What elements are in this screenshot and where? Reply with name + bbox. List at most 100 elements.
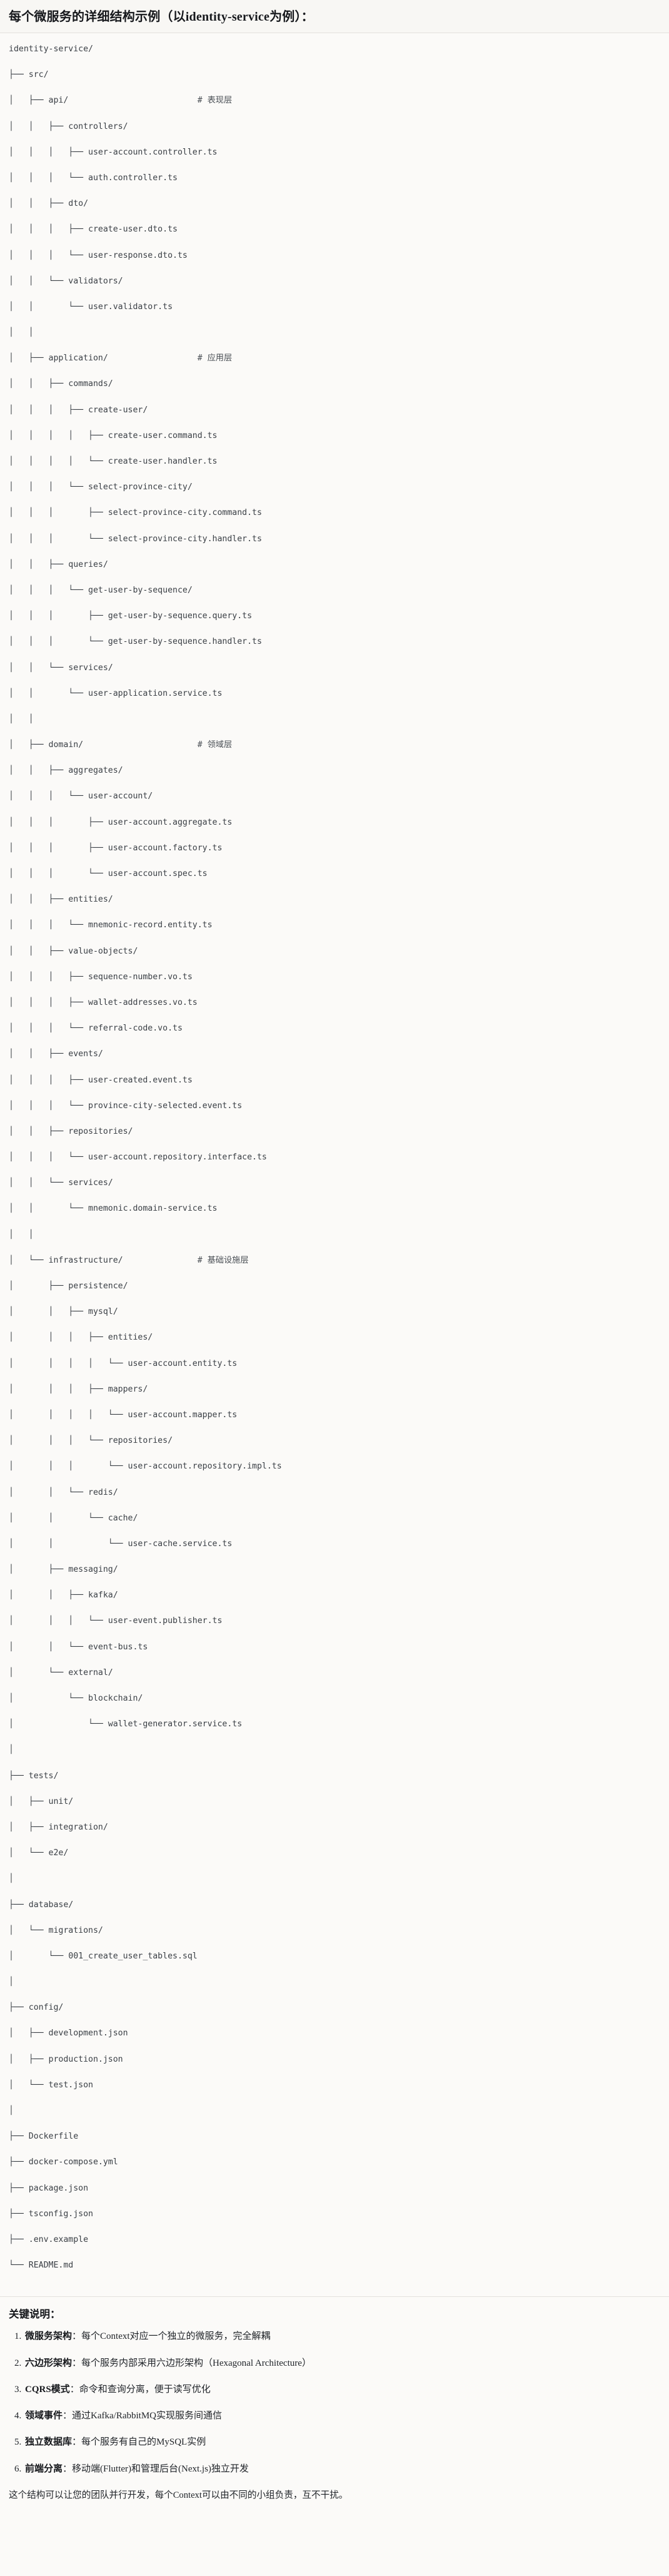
tree-line: │ │ │ ├── mappers/ (9, 1384, 148, 1394)
tree-line: │ │ │ └── user-event.publisher.ts (9, 1616, 223, 1626)
key-note-separator: ： (69, 2384, 79, 2395)
tree-layer-comment: # 领域层 (197, 740, 233, 750)
tree-line: │ │ ├── dto/ (9, 199, 89, 209)
tree-line: │ │ │ ├── select-province-city.command.t… (9, 508, 262, 518)
key-note-separator: ： (63, 2411, 73, 2421)
tree-line: │ │ (9, 714, 34, 724)
tree-line: │ ├── api/ # 表现层 (9, 96, 233, 106)
key-note-description: 每个Context对应一个独立的微服务，完全解耦 (81, 2331, 271, 2342)
key-note-item: 前端分离：移动端(Flutter)和管理后台(Next.js)独立开发 (24, 2462, 660, 2477)
page-root: 每个微服务的详细结构示例（以identity-service为例）： ident… (0, 0, 669, 2519)
tree-line: │ │ └── event-bus.ts (9, 1642, 148, 1652)
tree-line: │ │ │ ├── wallet-addresses.vo.ts (9, 997, 198, 1007)
tree-line: │ │ │ └── mnemonic-record.entity.ts (9, 920, 213, 930)
tree-line: │ │ ├── controllers/ (9, 121, 128, 131)
tree-line: │ │ ├── mysql/ (9, 1307, 118, 1317)
tree-line: │ │ │ ├── user-account.aggregate.ts (9, 817, 233, 827)
key-note-description: 移动端(Flutter)和管理后台(Next.js)独立开发 (72, 2463, 249, 2474)
tree-line: │ │ │ └── user-account.repository.impl.t… (9, 1462, 282, 1472)
key-note-description: 命令和查询分离，便于读写优化 (79, 2384, 211, 2395)
key-note-item: 六边形架构：每个服务内部采用六边形架构（Hexagonal Architectu… (24, 2356, 660, 2371)
key-note-item: 领域事件：通过Kafka/RabbitMQ实现服务间通信 (24, 2409, 660, 2423)
key-note-item: 独立数据库：每个服务有自己的MySQL实例 (24, 2435, 660, 2450)
tree-line: │ │ │ └── user-account.spec.ts (9, 869, 208, 878)
tree-line: │ │ │ └── user-account.repository.interf… (9, 1153, 267, 1163)
tree-line: │ └── external/ (9, 1667, 113, 1677)
tree-line: │ ├── messaging/ (9, 1565, 118, 1575)
tree-line: │ └── blockchain/ (9, 1694, 143, 1703)
key-note-item: CQRS模式：命令和查询分离，便于读写优化 (24, 2383, 660, 2397)
tree-line: │ ├── production.json (9, 2054, 123, 2064)
tree-line: │ │ ├── repositories/ (9, 1126, 133, 1136)
tree-line: ├── database/ (9, 1900, 74, 1910)
tree-line: │ │ └── user-cache.service.ts (9, 1539, 233, 1549)
key-note-separator: ： (63, 2463, 73, 2474)
tree-line: │ └── migrations/ (9, 1925, 103, 1935)
key-notes-list: 微服务架构：每个Context对应一个独立的微服务，完全解耦六边形架构：每个服务… (9, 2329, 660, 2477)
tree-line: │ ├── integration/ (9, 1822, 108, 1832)
tree-line: │ │ ├── events/ (9, 1049, 103, 1059)
tree-line: │ │ │ └── province-city-selected.event.t… (9, 1101, 243, 1111)
tree-line: │ │ │ └── select-province-city.handler.t… (9, 534, 262, 544)
tree-line: │ (9, 1745, 14, 1755)
tree-line: ├── docker-compose.yml (9, 2157, 118, 2167)
key-note-term: CQRS模式 (25, 2384, 70, 2395)
tree-line: identity-service/ (9, 44, 93, 54)
tree-line: │ │ │ └── select-province-city/ (9, 482, 193, 492)
tree-line: │ │ └── services/ (9, 1178, 113, 1188)
tree-line: │ │ │ └── referral-code.vo.ts (9, 1024, 183, 1034)
tree-line: │ │ │ │ └── create-user.handler.ts (9, 457, 218, 466)
tree-line: │ │ │ └── get-user-by-sequence/ (9, 585, 193, 595)
tree-line: │ └── e2e/ (9, 1848, 69, 1858)
key-notes-block: 关键说明： 微服务架构：每个Context对应一个独立的微服务，完全解耦六边形架… (0, 2297, 669, 2520)
tree-line: │ │ └── mnemonic.domain-service.ts (9, 1204, 218, 1214)
tree-line: │ (9, 1977, 14, 1987)
tree-line: ├── Dockerfile (9, 2132, 79, 2142)
title-block: 每个微服务的详细结构示例（以identity-service为例）： (0, 0, 669, 33)
key-note-term: 六边形架构 (25, 2358, 73, 2368)
tree-line: │ │ (9, 328, 34, 338)
tree-line: │ │ │ │ └── user-account.entity.ts (9, 1358, 238, 1368)
tree-line: ├── package.json (9, 2183, 89, 2193)
tree-line: │ ├── application/ # 应用层 (9, 354, 233, 364)
tree-line: │ │ │ └── repositories/ (9, 1436, 173, 1446)
footer-note: 这个结构可以让您的团队并行开发，每个Context可以由不同的小组负责，互不干扰… (9, 2490, 348, 2500)
tree-line: └── README.md (9, 2261, 74, 2271)
tree-line: ├── tsconfig.json (9, 2209, 93, 2219)
key-note-description: 通过Kafka/RabbitMQ实现服务间通信 (72, 2411, 223, 2421)
tree-line: ├── src/ (9, 70, 49, 80)
tree-line: ├── .env.example (9, 2234, 89, 2244)
tree-line: │ │ │ └── user-account/ (9, 792, 153, 802)
tree-line: │ │ ├── queries/ (9, 559, 108, 569)
tree-line: │ │ └── cache/ (9, 1513, 138, 1523)
tree-line: │ │ ├── kafka/ (9, 1591, 118, 1601)
tree-line: │ │ │ └── user-response.dto.ts (9, 250, 188, 260)
key-note-term: 前端分离 (25, 2463, 63, 2474)
tree-line: │ │ │ ├── user-account.controller.ts (9, 147, 218, 157)
page-title: 每个微服务的详细结构示例（以identity-service为例）： (9, 10, 314, 24)
tree-line: │ │ │ ├── entities/ (9, 1333, 153, 1343)
tree-line: │ │ └── user-application.service.ts (9, 688, 223, 698)
tree-line: │ ├── unit/ (9, 1796, 74, 1806)
key-note-separator: ： (72, 2358, 82, 2368)
tree-line: │ └── 001_create_user_tables.sql (9, 1951, 198, 1961)
directory-tree-block: identity-service/ ├── src/ │ ├── api/ # … (0, 33, 669, 2298)
tree-line: │ │ │ ├── create-user.dto.ts (9, 225, 178, 235)
directory-tree: identity-service/ ├── src/ │ ├── api/ # … (9, 43, 660, 2285)
tree-line: │ │ ├── commands/ (9, 379, 113, 389)
tree-line: │ │ │ ├── get-user-by-sequence.query.ts (9, 611, 253, 621)
tree-line: │ │ │ ├── sequence-number.vo.ts (9, 972, 193, 982)
tree-line: │ │ │ └── auth.controller.ts (9, 173, 178, 183)
tree-line: │ (9, 1874, 14, 1884)
tree-line: ├── config/ (9, 2003, 64, 2013)
key-note-term: 微服务架构 (25, 2331, 73, 2342)
tree-line: │ └── wallet-generator.service.ts (9, 1719, 243, 1729)
tree-line: │ │ │ │ └── user-account.mapper.ts (9, 1410, 238, 1420)
tree-line: │ │ (9, 1229, 34, 1240)
tree-layer-comment: # 基础设施层 (197, 1255, 249, 1265)
key-note-description: 每个服务有自己的MySQL实例 (81, 2437, 206, 2448)
tree-line: │ │ │ │ ├── create-user.command.ts (9, 430, 218, 440)
tree-line: │ │ ├── aggregates/ (9, 766, 123, 776)
tree-line: │ │ └── services/ (9, 663, 113, 673)
key-note-separator: ： (72, 2331, 82, 2342)
